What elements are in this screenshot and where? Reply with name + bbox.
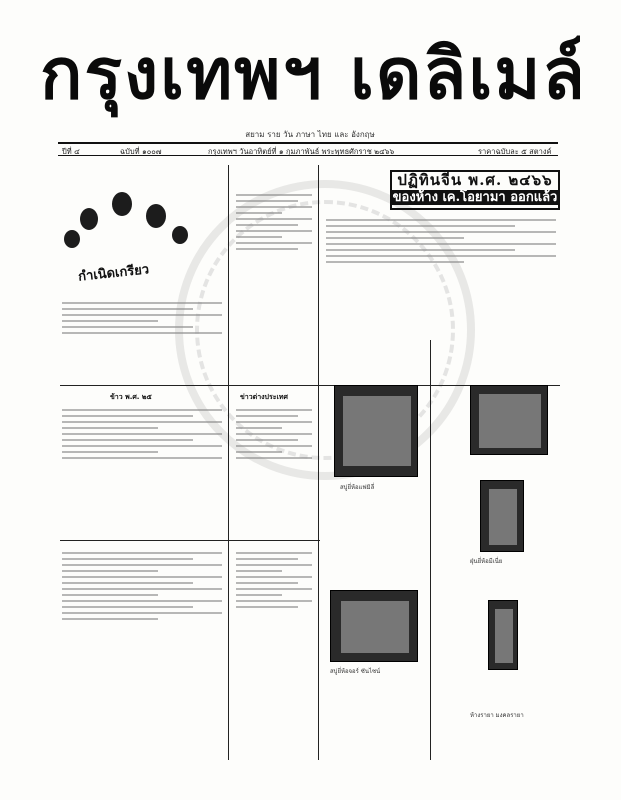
article-block xyxy=(62,548,222,748)
article-block xyxy=(62,298,222,378)
ad-subline: ของห้าง เค.โอยามา ออกแล้ว xyxy=(392,190,558,205)
portrait-illustration xyxy=(62,190,192,290)
portrait-face xyxy=(80,208,98,230)
column-rule xyxy=(318,165,319,760)
ad-headline: ปฏิทินจีน พ.ศ. ๒๔๖๖ xyxy=(397,171,553,189)
watermark-seal xyxy=(175,180,475,480)
section-heading: ข้าว พ.ศ. ๒๕ xyxy=(110,393,152,401)
portrait-face xyxy=(112,192,132,216)
publication-date: กรุงเทพฯ วันอาทิตย์ที่ ๑ กุมภาพันธ์ พระพ… xyxy=(208,147,395,156)
calendar-advertisement: ปฏิทินจีน พ.ศ. ๒๔๖๖ ของห้าง เค.โอยามา ออ… xyxy=(390,170,560,210)
dateline-bar: ปีที่ ๔ ฉบับที่ ๑๐๐๗ กรุงเทพฯ วันอาทิตย์… xyxy=(58,142,558,156)
section-rule xyxy=(60,385,560,386)
column-rule xyxy=(228,165,229,760)
article-block xyxy=(326,215,556,335)
watermark-seal-inner xyxy=(195,200,455,460)
tube-photo xyxy=(488,600,518,670)
soap-caption: สบู่ยี่ห้อแฟมิลี่ xyxy=(340,484,375,491)
article-block xyxy=(236,190,312,370)
edition-number: ฉบับที่ ๑๐๐๗ xyxy=(120,147,162,156)
portrait-face xyxy=(172,226,188,244)
soap-case-photo xyxy=(330,590,418,662)
portrait-face xyxy=(146,204,166,228)
soap-box-photo xyxy=(334,385,418,477)
section-rule xyxy=(60,540,320,541)
price-label: ราคาฉบับละ ๕ สตางค์ xyxy=(478,147,552,156)
article-block xyxy=(236,405,312,535)
masthead-title: กรุงเทพฯ เดลิเมล์ xyxy=(40,32,580,115)
product-box-photo xyxy=(470,385,548,455)
masthead-subtitle: สยาม ราย วัน ภาษา ไทย และ อังกฤษ xyxy=(245,130,375,139)
portrait-face xyxy=(64,230,80,248)
shop-caption: ห้างรายา มงคลรายา xyxy=(470,712,524,719)
article-block xyxy=(236,548,312,748)
column-rule xyxy=(430,340,431,760)
article-block xyxy=(62,405,222,535)
bottle-photo xyxy=(480,480,524,552)
powder-caption: ฝุ่นยี่ห้อมีเนี่ย xyxy=(470,558,503,565)
section-heading: ข่าวต่างประเทศ xyxy=(240,393,288,401)
issue-number: ปีที่ ๔ xyxy=(62,147,80,156)
case-caption: สบู่ยี่ห้อจอร์ ซันไซน์ xyxy=(330,668,381,675)
